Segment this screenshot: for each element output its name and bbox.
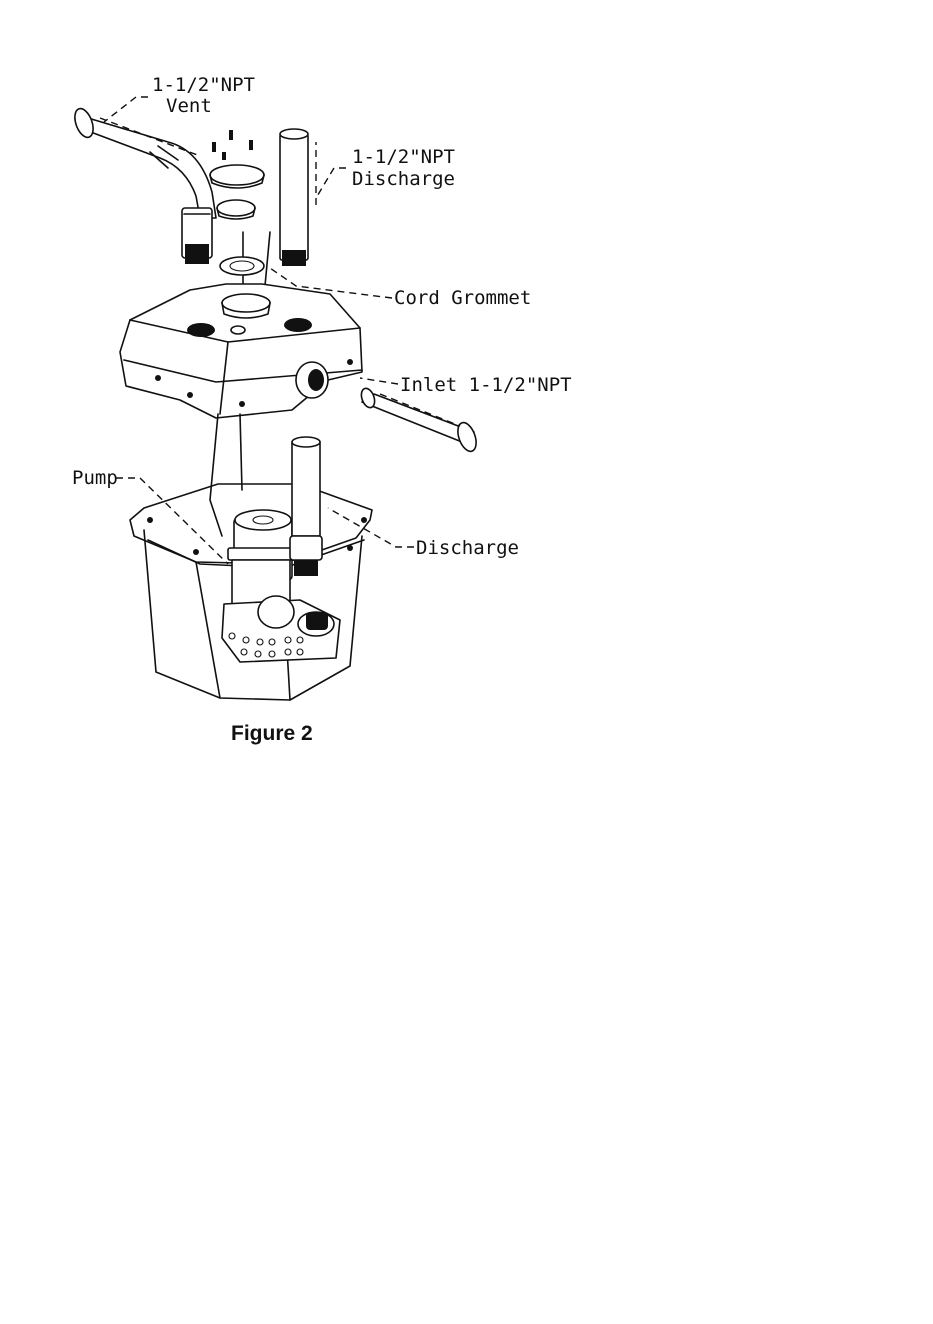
vent-cap bbox=[210, 165, 264, 219]
cord-grommet-label: Cord Grommet bbox=[394, 287, 531, 309]
pump-label: Pump bbox=[72, 467, 118, 489]
discharge-top-label-line1: 1-1/2"NPT bbox=[352, 146, 455, 168]
vent-pipe bbox=[71, 106, 216, 264]
inlet-pipe bbox=[359, 387, 480, 454]
figure-caption: Figure 2 bbox=[231, 722, 313, 745]
vent-label-line2: Vent bbox=[166, 95, 212, 117]
discharge-pipe-top bbox=[280, 129, 316, 266]
discharge-label: Discharge bbox=[416, 537, 519, 559]
inlet-label: Inlet 1-1/2"NPT bbox=[400, 374, 572, 396]
discharge-pipe-inner bbox=[290, 437, 322, 576]
cover-screws bbox=[212, 130, 253, 160]
discharge-top-label-line2: Discharge bbox=[352, 168, 455, 190]
basin-cover bbox=[120, 284, 362, 418]
vent-label-line1: 1-1/2"NPT bbox=[152, 74, 255, 96]
